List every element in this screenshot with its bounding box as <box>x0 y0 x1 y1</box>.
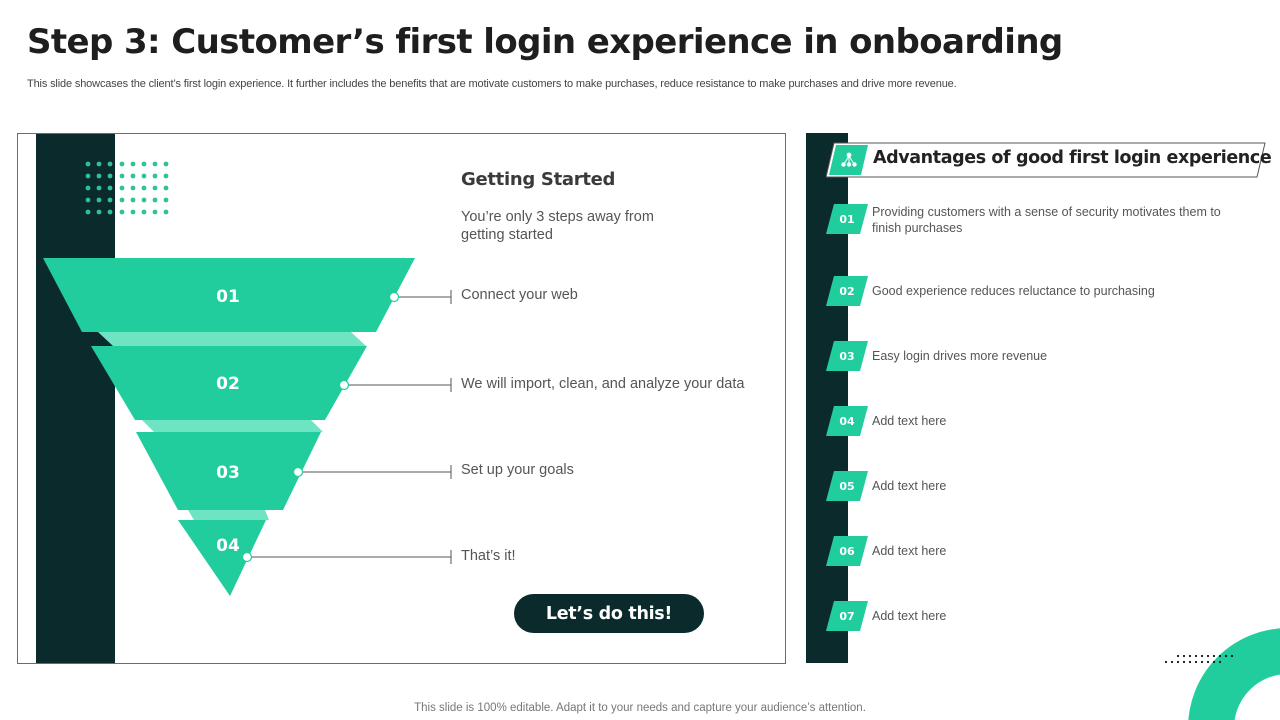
number-badge: 02 <box>826 276 868 306</box>
advantage-text: Add text here <box>872 414 947 428</box>
footer-note: This slide is 100% editable. Adapt it to… <box>414 702 866 714</box>
advantage-text: Add text here <box>872 544 947 558</box>
number-badge: 05 <box>826 471 868 501</box>
getting-started-title: Getting Started <box>461 169 616 190</box>
svg-text:03: 03 <box>216 463 240 483</box>
advantage-text: Good experience reduces reluctance to pu… <box>872 284 1155 298</box>
funnel-step-number: 01 <box>216 287 240 307</box>
getting-started-subtitle: You’re only 3 steps away from getting st… <box>461 209 654 243</box>
advantages-title: Advantages of good first login experienc… <box>873 148 1272 168</box>
number-badge: 06 <box>826 536 868 566</box>
network-icon <box>841 152 857 167</box>
funnel-step-label: Connect your web <box>461 287 578 303</box>
svg-text:04: 04 <box>216 536 240 556</box>
dot-grid-decoration <box>85 161 169 215</box>
number-badge: 01 <box>826 204 868 234</box>
dotted-lines-decoration <box>1164 654 1234 664</box>
svg-text:02: 02 <box>216 374 240 394</box>
page-title: Step 3: Customer’s first login experienc… <box>27 22 1063 62</box>
funnel-step-label: We will import, clean, and analyze your … <box>461 376 745 392</box>
number-badge: 07 <box>826 601 868 631</box>
advantage-text: Add text here <box>872 479 947 493</box>
advantage-text: Providing customers with a sense of secu… <box>872 205 1221 235</box>
dark-accent-bar <box>36 134 115 663</box>
advantage-text: Add text here <box>872 609 947 623</box>
getting-started-panel: 01 02 03 04 Getting Started You’re only … <box>17 133 786 664</box>
lets-do-this-button[interactable]: Let’s do this! <box>514 594 704 633</box>
funnel-step-label: That’s it! <box>461 548 516 564</box>
page-subtitle: This slide showcases the client’s first … <box>27 78 957 90</box>
advantages-header: Advantages of good first login experienc… <box>826 142 1272 178</box>
advantage-text: Easy login drives more revenue <box>872 349 1048 363</box>
funnel-step-label: Set up your goals <box>461 462 574 478</box>
number-badge: 03 <box>826 341 868 371</box>
number-badge: 04 <box>826 406 868 436</box>
funnel-diagram: 01 02 03 04 <box>43 258 452 596</box>
